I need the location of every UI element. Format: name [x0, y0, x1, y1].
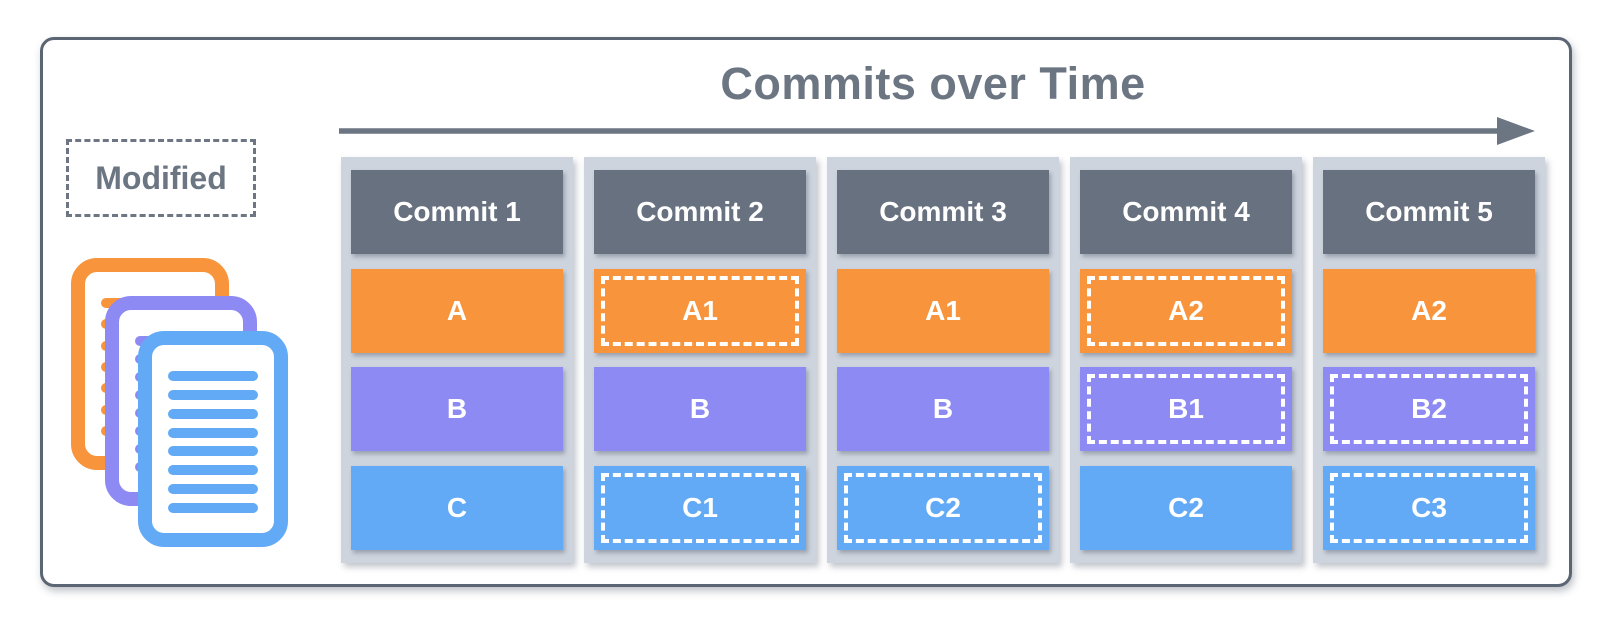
- file-cell: B1: [1080, 367, 1292, 452]
- time-arrow-icon: [339, 117, 1535, 145]
- file-cell: C: [351, 465, 563, 550]
- file-cell: A1: [837, 268, 1049, 353]
- commit-header: Commit 5: [1323, 170, 1535, 254]
- file-cell: B: [351, 367, 563, 452]
- file-cell: C1: [594, 465, 806, 550]
- file-cell: B: [594, 367, 806, 452]
- file-cell: C2: [1080, 465, 1292, 550]
- file-cell: A1: [594, 268, 806, 353]
- file-cell: A: [351, 268, 563, 353]
- commit-header: Commit 3: [837, 170, 1049, 254]
- modified-legend-label: Modified: [95, 159, 227, 196]
- modified-legend: Modified: [66, 139, 256, 217]
- file-cell: A2: [1080, 268, 1292, 353]
- front-document-icon: [138, 331, 288, 547]
- commit-header: Commit 1: [351, 170, 563, 254]
- file-cell: C3: [1323, 465, 1535, 550]
- file-cell: A2: [1323, 268, 1535, 353]
- file-cell: B: [837, 367, 1049, 452]
- diagram-frame: Commits over Time Modified: [40, 37, 1572, 587]
- file-cell: B2: [1323, 367, 1535, 452]
- commit-header: Commit 2: [594, 170, 806, 254]
- commit-header: Commit 4: [1080, 170, 1292, 254]
- file-cell: C2: [837, 465, 1049, 550]
- diagram-title: Commits over Time: [720, 58, 1146, 109]
- document-text-lines: [152, 345, 274, 533]
